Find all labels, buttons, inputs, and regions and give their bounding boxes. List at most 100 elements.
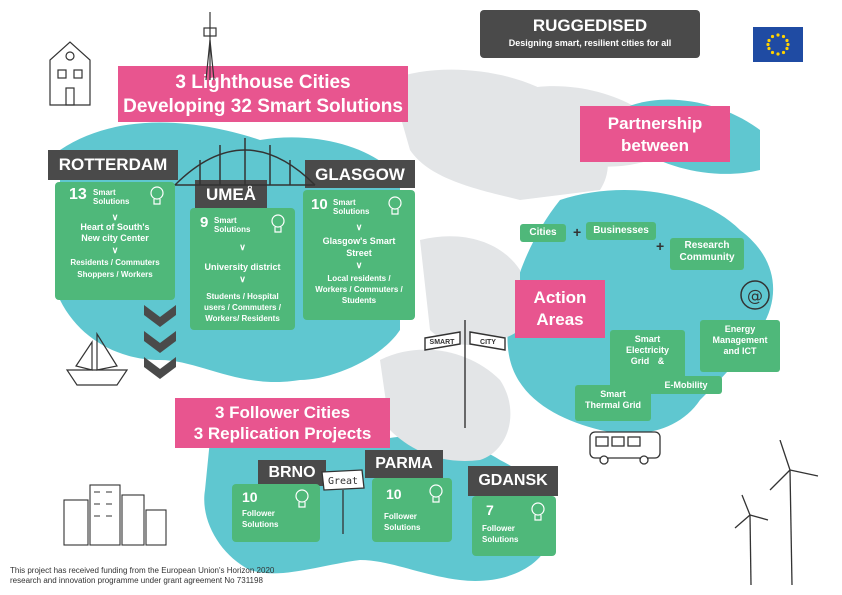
energy-label-3: and ICT [723, 346, 757, 356]
chevron-down-icon: ∨ [239, 274, 246, 284]
lightbulb-icon [531, 502, 545, 521]
rotterdam-area-1: Heart of South's [80, 222, 150, 232]
bus-drawing-icon [589, 431, 661, 465]
glasgow-name: GLASGOW [315, 165, 405, 184]
follower-banner: 3 Follower Cities 3 Replication Projects [175, 398, 390, 448]
glasgow-people-3: Students [341, 296, 377, 305]
eu-flag-icon [753, 27, 803, 62]
glasgow-people-2: Workers / Commuters / [315, 285, 403, 294]
great-sign-icon: Great [321, 469, 365, 534]
glasgow-count: 10 [311, 196, 328, 213]
gdansk-card: 7 Follower Solutions [472, 496, 556, 556]
umea-people-3: Workers/ Residents [205, 314, 280, 323]
parma-label-2: Solutions [384, 523, 421, 532]
follower-banner-line1: 3 Follower Cities [214, 403, 351, 422]
lighthouse-banner: 3 Lighthouse Cities Developing 32 Smart … [118, 66, 408, 122]
partnership-cities: Cities [520, 224, 566, 242]
chevron-down-icon: ∨ [355, 260, 363, 270]
rotterdam-count-label-1: Smart [93, 188, 116, 197]
partnership-banner: Partnership between [580, 106, 730, 162]
chevron-down-icon: ∨ [355, 222, 363, 232]
action-areas-title-2: Areas [536, 310, 584, 329]
boat-drawing-icon [65, 331, 129, 386]
house-drawing-icon [49, 41, 91, 106]
grid-label-2: Electricity [625, 345, 670, 355]
thermal-label-2: Thermal Grid [584, 400, 641, 410]
sign-right-text: CITY [480, 339, 496, 346]
grid-amp: & [657, 356, 665, 366]
wind-turbine-icon [734, 440, 819, 586]
partnership-research-1: Research [684, 240, 730, 251]
gdansk-header: GDANSK [468, 466, 558, 496]
energy-management-card: Energy Management and ICT [700, 320, 780, 372]
umea-people-1: Students / Hospital [206, 292, 279, 301]
parma-count: 10 [386, 486, 402, 502]
lightbulb-icon [429, 484, 443, 503]
glasgow-count-label-2: Solutions [333, 207, 370, 216]
energy-label-2: Management [712, 335, 768, 345]
brno-count: 10 [242, 489, 258, 505]
funding-footer-line2: research and innovation programme under … [10, 576, 263, 585]
chevron-down-icon: ∨ [111, 245, 119, 255]
street-sign-icon: SMART CITY [424, 320, 506, 428]
brand-title: RUGGEDISED [532, 16, 648, 35]
brno-header: BRNO [258, 460, 326, 486]
e-mobility-card: E-Mobility [650, 376, 722, 394]
gdansk-name: GDANSK [478, 472, 548, 489]
parma-header: PARMA [365, 450, 443, 478]
umea-count-label-1: Smart [214, 216, 237, 225]
grid-label-1: Smart [634, 334, 661, 344]
rotterdam-count-label-2: Solutions [93, 197, 130, 206]
chevron-down-icon: ∨ [239, 242, 246, 252]
umea-count: 9 [200, 214, 209, 231]
svg-text:@: @ [747, 286, 763, 305]
gdansk-count: 7 [486, 502, 494, 518]
lightbulb-icon [271, 214, 285, 233]
gdansk-label-1: Follower [482, 524, 515, 533]
parma-card: 10 Follower Solutions [372, 478, 452, 542]
glasgow-area-2: Street [346, 248, 372, 258]
rotterdam-area-2: New city Center [81, 233, 149, 243]
partnership-title-2: between [620, 136, 690, 155]
bridge-drawing-icon [174, 138, 316, 186]
brno-name: BRNO [268, 464, 316, 481]
umea-count-label-2: Solutions [214, 225, 251, 234]
glasgow-card: 10 Smart Solutions ∨ Glasgow's Smart Str… [303, 190, 415, 320]
parma-name: PARMA [375, 455, 433, 472]
town-drawing-icon [63, 484, 167, 546]
gdansk-label-2: Solutions [482, 535, 519, 544]
parma-label-1: Follower [384, 512, 417, 521]
at-icon: @ [740, 280, 770, 310]
funding-footer: This project has received funding from t… [10, 566, 370, 586]
rotterdam-card: 13 Smart Solutions ∨ Heart of South's Ne… [55, 182, 175, 300]
partnership-businesses: Businesses [586, 222, 656, 240]
plus-icon: + [573, 224, 582, 240]
umea-card: 9 Smart Solutions ∨ University district … [190, 208, 295, 330]
glasgow-count-label-1: Smart [333, 198, 356, 207]
rotterdam-header: ROTTERDAM [48, 150, 178, 180]
brand-header: RUGGEDISED Designing smart, resilient ci… [480, 10, 700, 58]
action-areas-title-1: Action [533, 288, 587, 307]
great-sign-text: Great [328, 476, 358, 487]
lighthouse-banner-line2: Developing 32 Smart Solutions [123, 96, 403, 117]
umea-name: UMEÅ [205, 185, 257, 204]
brand-tagline: Designing smart, resilient cities for al… [508, 38, 672, 48]
partnership-title-1: Partnership [607, 114, 703, 133]
rotterdam-people-1: Residents / Commuters [70, 258, 160, 267]
umea-area-1: University district [204, 262, 281, 272]
partnership-research: Research Community [670, 238, 744, 270]
rotterdam-name: ROTTERDAM [58, 155, 168, 174]
energy-label-1: Energy [724, 324, 756, 334]
brno-label-1: Follower [242, 509, 275, 518]
brno-label-2: Solutions [242, 520, 279, 529]
glasgow-people-1: Local residents / [327, 274, 391, 283]
smart-thermal-grid-card: Smart Thermal Grid [575, 385, 651, 421]
plus-icon: + [656, 238, 665, 254]
action-areas-banner: Action Areas [515, 280, 605, 338]
chevron-stack-icon [144, 305, 176, 379]
lighthouse-banner-line1: 3 Lighthouse Cities [175, 72, 351, 93]
grid-label-3: Grid [630, 356, 650, 366]
follower-banner-line2: 3 Replication Projects [193, 424, 372, 443]
partnership-research-2: Community [679, 252, 735, 263]
